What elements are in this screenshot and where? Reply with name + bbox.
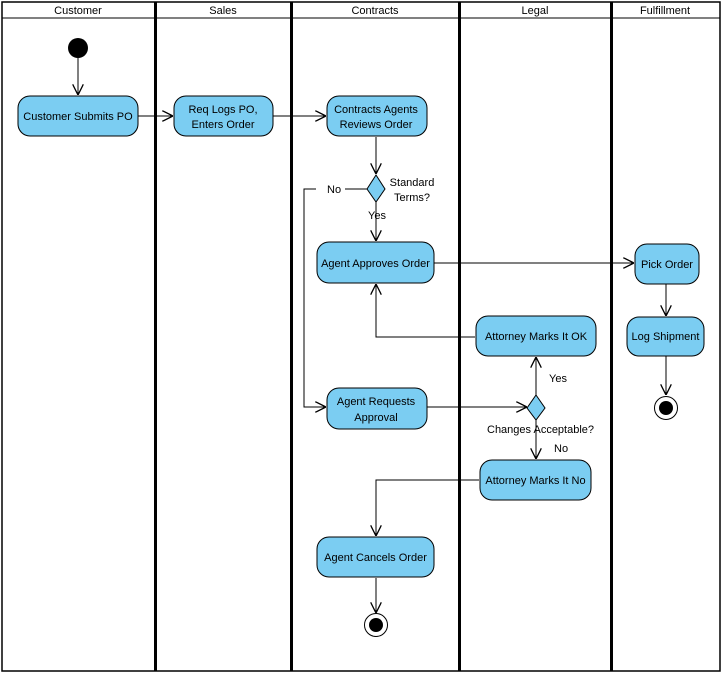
guard-yes-standard: Yes: [368, 210, 386, 222]
action-label-line1: Contracts Agents: [334, 104, 418, 116]
guard-yes-changes: Yes: [549, 373, 567, 385]
action-label-line1: Agent Requests: [337, 396, 416, 408]
action-pick-order: Pick Order: [634, 243, 700, 285]
final-node-contracts: [364, 613, 388, 637]
guard-no-changes: No: [554, 443, 568, 455]
action-agent-requests-approval: Agent Requests Approval: [326, 387, 428, 430]
action-label-line2: Reviews Order: [340, 119, 413, 131]
action-req-logs-po: Req Logs PO, Enters Order: [173, 95, 274, 137]
final-node-fulfillment: [654, 396, 678, 420]
action-label: Agent Cancels Order: [324, 552, 427, 564]
lane-header-customer: Customer: [54, 5, 102, 17]
action-label: Customer Submits PO: [23, 111, 133, 123]
edge-attorney-ok-to-approves: [376, 284, 475, 338]
action-attorney-marks-no: Attorney Marks It No: [479, 459, 592, 501]
decision-label-standard: Standard: [390, 177, 435, 189]
lane-header-sales: Sales: [209, 5, 237, 17]
action-label-line2: Enters Order: [192, 119, 255, 131]
lane-header-fulfillment: Fulfillment: [640, 5, 690, 17]
flow-edges: [78, 58, 666, 613]
action-label-line1: Req Logs PO,: [188, 104, 257, 116]
action-agent-approves-order: Agent Approves Order: [316, 241, 435, 284]
decision-label-terms: Terms?: [394, 192, 430, 204]
decision-standard-terms: [366, 174, 386, 203]
initial-node: [68, 38, 88, 58]
action-log-shipment: Log Shipment: [626, 316, 705, 357]
guard-no-standard: No: [327, 184, 341, 196]
action-label: Attorney Marks It No: [485, 475, 585, 487]
edge-standard-no: [303, 188, 367, 407]
action-label: Agent Approves Order: [321, 258, 430, 270]
lane-header-legal: Legal: [522, 5, 549, 17]
action-contracts-agents-reviews: Contracts Agents Reviews Order: [326, 95, 428, 137]
action-customer-submits-po: Customer Submits PO: [17, 95, 139, 137]
action-label: Log Shipment: [632, 331, 700, 343]
action-label: Attorney Marks It OK: [485, 331, 588, 343]
lane-header-contracts: Contracts: [351, 5, 399, 17]
action-label: Pick Order: [641, 259, 693, 271]
action-agent-cancels-order: Agent Cancels Order: [316, 536, 435, 578]
action-label-line2: Approval: [354, 412, 397, 424]
action-attorney-marks-ok: Attorney Marks It OK: [475, 315, 597, 357]
decision-changes-acceptable: [526, 394, 546, 421]
edge-attorney-no-to-cancel: [376, 479, 479, 536]
decision-label-changes-acceptable: Changes Acceptable?: [487, 424, 594, 436]
